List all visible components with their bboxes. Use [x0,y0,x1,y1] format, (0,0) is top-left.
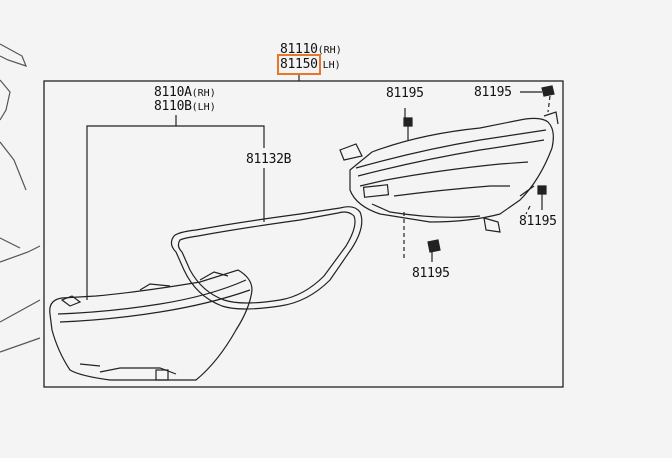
bolt-right-label[interactable]: 81195 [519,214,557,229]
headlamp-unit [49,269,253,381]
unit-bracket [86,125,265,300]
gasket-seal [170,206,363,310]
unit-rh-label: 8110A(RH) [154,86,216,100]
assembly-frame [43,80,564,388]
assembly-rh-part: 81110 [280,42,318,57]
bolt-icons [403,85,555,262]
assembly-lh-part-highlighted[interactable]: 81150 [277,54,321,75]
assembly-lh-suffix: LH) [322,60,341,71]
gasket-part-label[interactable]: 81132B [246,152,292,167]
bolt-bottom [403,212,441,262]
headlamp-unit-rear [339,111,559,233]
bolt-bottom-label[interactable]: 81195 [412,266,450,281]
assembly-rh-suffix: (RH) [317,45,342,56]
bolt-top-right [520,85,555,113]
unit-lh-label: 8110B(LH) [154,100,216,114]
assembly-rh-label: 81110(RH) [280,43,342,57]
unit-lh-part[interactable]: 8110B [154,99,192,114]
unit-rh-suffix: (RH) [191,88,216,99]
bolt-top-center-label[interactable]: 81195 [386,86,424,101]
unit-rh-part[interactable]: 8110A [154,85,192,100]
vehicle-body-sketch [0,43,41,353]
unit-lh-suffix: (LH) [191,102,216,113]
bolt-top-center [403,108,413,140]
bolt-top-right-label[interactable]: 81195 [474,85,512,100]
bolt-right [525,185,547,215]
